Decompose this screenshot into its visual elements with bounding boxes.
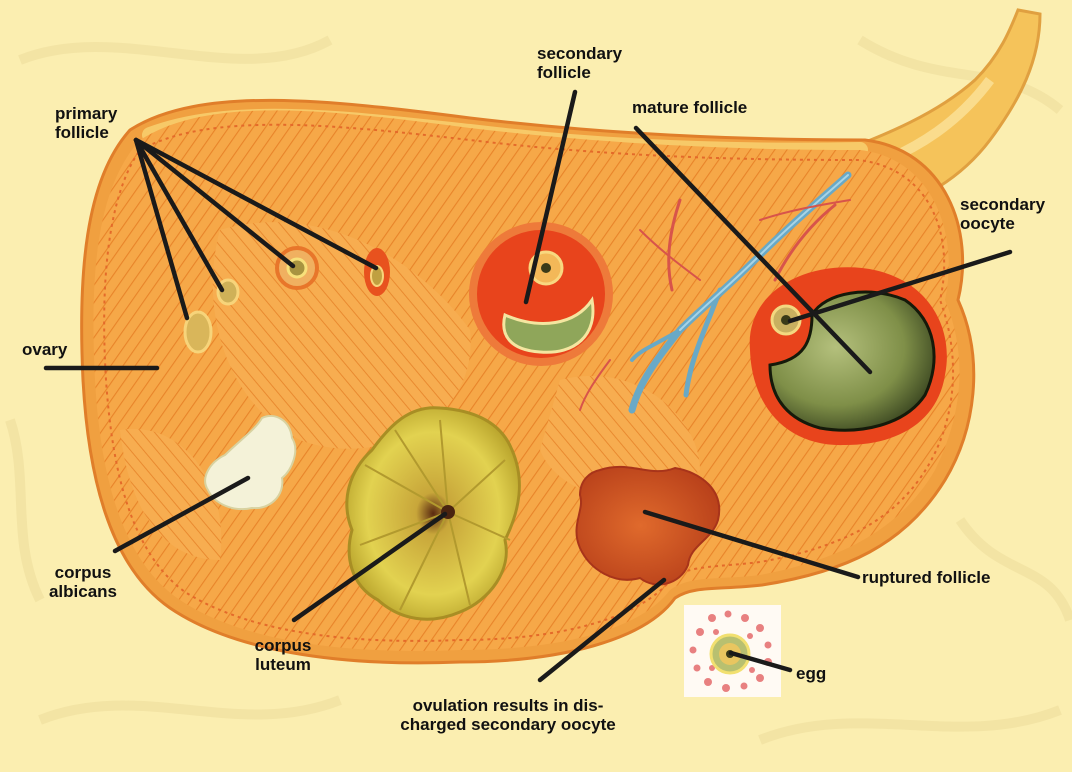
- label-egg: egg: [796, 664, 826, 683]
- label-ovulation: ovulation results in dis-charged seconda…: [372, 696, 644, 734]
- label-mature-follicle: mature follicle: [632, 98, 747, 117]
- label-ruptured-follicle: ruptured follicle: [862, 568, 990, 587]
- label-ovary: ovary: [22, 340, 67, 359]
- mature-follicle: [750, 267, 947, 445]
- egg-inset: [684, 605, 781, 697]
